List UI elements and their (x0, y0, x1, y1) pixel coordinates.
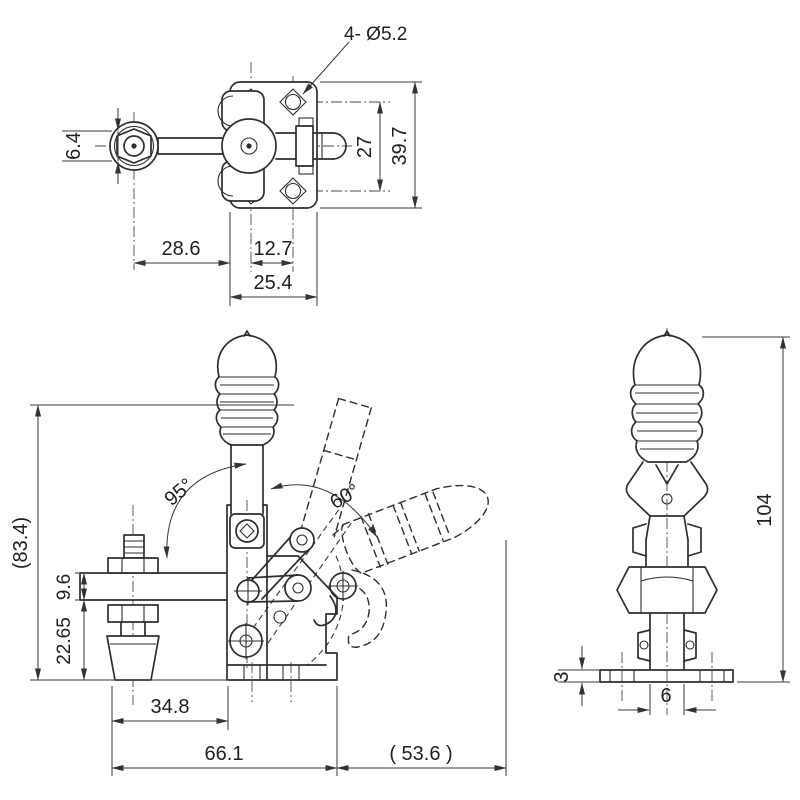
front-view: 95° 60° (83.4) 9.6 22.65 34.8 (10, 330, 507, 776)
dim-bar-thickness: 9.6 (54, 574, 75, 600)
dim-total-height: 104 (754, 493, 776, 526)
top-view-dimensions: 6.4 28.6 12.7 25.4 27 39.7 (62, 81, 422, 306)
dim-hole-spacing: 27 (354, 136, 376, 158)
dim-slot-width: 6 (660, 685, 671, 707)
dim-hole-col-offset: 12.7 (254, 238, 293, 260)
angle-annotations: 95° 60° (160, 462, 378, 559)
dim-overall-height: (83.4) (10, 517, 32, 569)
dim-open-reach: ( 53.6 ) (389, 743, 452, 765)
side-view: 3 6 104 (551, 328, 790, 715)
dim-base-thickness: 3 (551, 671, 573, 682)
dim-arm-offset: 28.6 (162, 238, 201, 260)
hole-callout: 4- Ø5.2 (302, 24, 407, 95)
hole-callout-label: 4- Ø5.2 (344, 24, 407, 45)
front-arm-spindle (79, 534, 228, 681)
dim-angle-right: 60° (326, 480, 363, 514)
dim-plate-width: 25.4 (254, 272, 293, 294)
side-body (599, 461, 734, 683)
front-view-dimensions: (83.4) 9.6 22.65 34.8 66.1 ( 53.6 ) (10, 404, 507, 776)
dim-hex-across: 6.4 (63, 132, 85, 160)
front-body-mechanism (226, 504, 358, 681)
front-handle (214, 330, 280, 515)
dim-overall-width: 66.1 (205, 743, 244, 765)
top-view-pivot-and-right-arm (221, 117, 347, 175)
dim-plate-height: 39.7 (389, 127, 411, 166)
dim-angle-left: 95° (160, 474, 197, 510)
side-view-dimensions: 3 6 104 (551, 336, 790, 715)
side-handle (629, 330, 705, 463)
dim-spindle-drop: 22.65 (54, 617, 75, 665)
dim-foot-to-body: 34.8 (151, 696, 190, 718)
open-position-dashed (252, 397, 489, 666)
top-view: 4- Ø5.2 6.4 28.6 12.7 25.4 27 (62, 24, 422, 306)
top-view-arm-and-spindle (109, 121, 233, 171)
